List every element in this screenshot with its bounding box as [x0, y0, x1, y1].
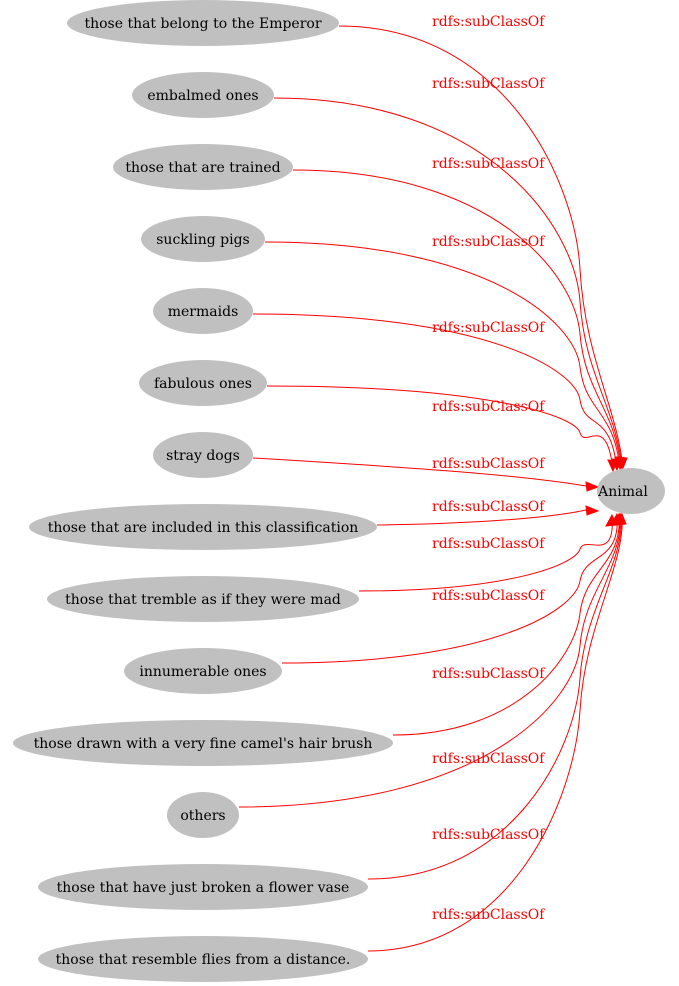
- edge-fabulous: rdfs:subClassOf: [266, 385, 618, 473]
- edge-label: rdfs:subClassOf: [432, 588, 546, 604]
- arrowhead: [607, 459, 618, 473]
- node-ellipse: [113, 144, 293, 190]
- node-label: embalmed ones: [147, 88, 258, 104]
- edge-line: [266, 385, 614, 472]
- node-tremble: those that tremble as if they were mad: [47, 576, 359, 622]
- node-label: innumerable ones: [139, 664, 266, 680]
- node-fabulous: fabulous ones: [139, 360, 267, 406]
- arrowhead: [615, 512, 627, 526]
- edge-label: rdfs:subClassOf: [432, 156, 546, 172]
- node-label: Animal: [597, 484, 648, 500]
- node-ellipse: [597, 468, 665, 514]
- edge-line: [264, 241, 621, 470]
- edge-label: rdfs:subClassOf: [432, 499, 546, 515]
- edge-label: rdfs:subClassOf: [432, 234, 546, 250]
- node-flower-vase: those that have just broken a flower vas…: [38, 864, 368, 910]
- node-label: stray dogs: [166, 448, 240, 464]
- edge-suckling-pigs: rdfs:subClassOf: [264, 234, 625, 471]
- edge-line: [252, 457, 587, 487]
- edge-line: [392, 513, 620, 736]
- edge-label: rdfs:subClassOf: [432, 399, 546, 415]
- node-label: mermaids: [168, 304, 239, 320]
- node-suckling-pigs: suckling pigs: [141, 216, 265, 262]
- edge-flower-vase: rdfs:subClassOf: [367, 512, 626, 880]
- node-label: fabulous ones: [154, 376, 252, 392]
- edge-flies: rdfs:subClassOf: [367, 512, 627, 952]
- edge-tremble: rdfs:subClassOf: [358, 513, 617, 592]
- edge-label: rdfs:subClassOf: [432, 456, 546, 472]
- arrowhead: [585, 505, 600, 516]
- edge-line: [238, 513, 621, 808]
- edge-line: [292, 169, 622, 469]
- edge-line: [367, 513, 622, 880]
- edge-label: rdfs:subClassOf: [432, 536, 546, 552]
- edge-others: rdfs:subClassOf: [238, 512, 625, 808]
- edge-trained: rdfs:subClassOf: [292, 156, 626, 470]
- node-ellipse: [38, 936, 368, 982]
- edge-line: [273, 97, 623, 469]
- node-included: those that are included in this classifi…: [29, 504, 377, 550]
- edge-line: [281, 513, 618, 664]
- edge-label: rdfs:subClassOf: [432, 76, 546, 92]
- node-embalmed: embalmed ones: [132, 72, 274, 118]
- node-ellipse: [124, 648, 282, 694]
- edges-layer: rdfs:subClassOf rdfs:subClassOf rdfs:subCl…: [238, 14, 628, 952]
- node-ellipse: [139, 360, 267, 406]
- edge-line: [367, 513, 623, 952]
- node-animal: Animal: [597, 468, 665, 514]
- node-innumerable: innumerable ones: [124, 648, 282, 694]
- node-stray-dogs: stray dogs: [153, 432, 253, 478]
- node-label: those that belong to the Emperor: [84, 16, 321, 32]
- edge-label: rdfs:subClassOf: [432, 666, 546, 682]
- node-ellipse: [167, 792, 239, 838]
- node-label: those that are included in this classifi…: [48, 520, 359, 536]
- node-flies: those that resemble flies from a distanc…: [38, 936, 368, 982]
- node-ellipse: [29, 504, 377, 550]
- node-ellipse: [132, 72, 274, 118]
- edge-line: [338, 25, 624, 469]
- node-ellipse: [13, 720, 393, 766]
- node-ellipse: [153, 432, 253, 478]
- edge-innumerable: rdfs:subClassOf: [281, 512, 622, 664]
- node-ellipse: [47, 576, 359, 622]
- edge-label: rdfs:subClassOf: [432, 827, 546, 843]
- edge-label: rdfs:subClassOf: [432, 14, 546, 30]
- nodes-layer: those that belong to the Emperor embalmed…: [13, 0, 665, 982]
- node-label: others: [180, 808, 225, 824]
- node-mermaids: mermaids: [153, 288, 253, 334]
- edge-label: rdfs:subClassOf: [432, 751, 546, 767]
- node-label: those that have just broken a flower vas…: [57, 880, 350, 896]
- node-ellipse: [141, 216, 265, 262]
- arrowhead: [585, 481, 600, 492]
- edge-label: rdfs:subClassOf: [432, 320, 546, 336]
- node-label: those that are trained: [125, 160, 280, 176]
- node-label: those drawn with a very fine camel's hai…: [34, 736, 373, 752]
- node-ellipse: [67, 0, 339, 46]
- edge-line: [252, 313, 618, 471]
- edge-line: [358, 514, 613, 592]
- node-camel-brush: those drawn with a very fine camel's hai…: [13, 720, 393, 766]
- node-label: those that resemble flies from a distanc…: [56, 952, 351, 968]
- node-ellipse: [153, 288, 253, 334]
- node-label: suckling pigs: [156, 232, 250, 248]
- edge-stray-dogs: rdfs:subClassOf: [252, 456, 600, 492]
- node-others: others: [167, 792, 239, 838]
- edge-label: rdfs:subClassOf: [432, 907, 546, 923]
- node-trained: those that are trained: [113, 144, 293, 190]
- edge-included: rdfs:subClassOf: [376, 499, 600, 526]
- node-ellipse: [38, 864, 368, 910]
- edge-mermaids: rdfs:subClassOf: [252, 313, 622, 472]
- node-emperor: those that belong to the Emperor: [67, 0, 339, 46]
- node-label: those that tremble as if they were mad: [65, 592, 341, 608]
- edge-line: [376, 509, 587, 526]
